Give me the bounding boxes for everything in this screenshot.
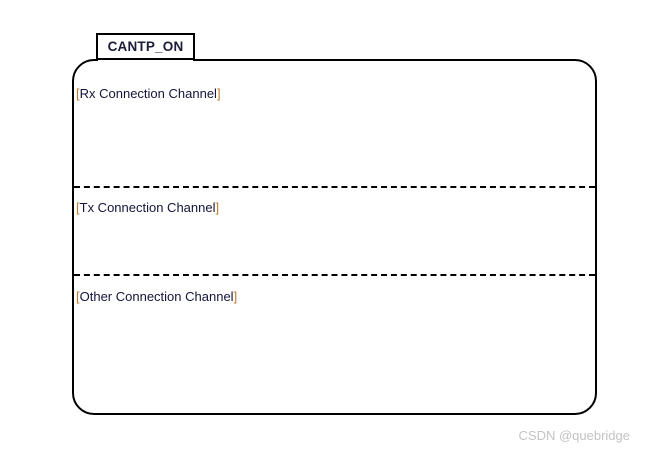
open-bracket-icon: [ bbox=[76, 200, 80, 215]
region-tx-connection-channel[interactable]: [Tx Connection Channel] bbox=[74, 186, 595, 274]
open-bracket-icon: [ bbox=[76, 289, 80, 304]
close-bracket-icon: ] bbox=[215, 200, 220, 215]
region-rx-connection-channel[interactable]: [Rx Connection Channel] bbox=[74, 61, 595, 186]
region-other-label-text: Other Connection Channel bbox=[79, 289, 234, 304]
region-tx-label-text: Tx Connection Channel bbox=[79, 200, 216, 215]
state-tab-notch bbox=[98, 58, 193, 62]
watermark-text: CSDN @quebridge bbox=[518, 428, 630, 443]
region-other-label: [Other Connection Channel] bbox=[76, 289, 237, 304]
close-bracket-icon: ] bbox=[216, 86, 221, 101]
region-divider-1 bbox=[74, 186, 595, 188]
region-other-connection-channel[interactable]: [Other Connection Channel] bbox=[74, 274, 595, 413]
region-tx-label: [Tx Connection Channel] bbox=[76, 200, 219, 215]
open-bracket-icon: [ bbox=[76, 86, 80, 101]
region-rx-label: [Rx Connection Channel] bbox=[76, 86, 221, 101]
composite-state-cantp-on[interactable]: [Rx Connection Channel] [Tx Connection C… bbox=[72, 59, 597, 415]
close-bracket-icon: ] bbox=[233, 289, 238, 304]
state-name-label: CANTP_ON bbox=[107, 39, 184, 54]
region-rx-label-text: Rx Connection Channel bbox=[79, 86, 217, 101]
region-divider-2 bbox=[74, 274, 595, 276]
state-name-tab[interactable]: CANTP_ON bbox=[96, 33, 195, 60]
